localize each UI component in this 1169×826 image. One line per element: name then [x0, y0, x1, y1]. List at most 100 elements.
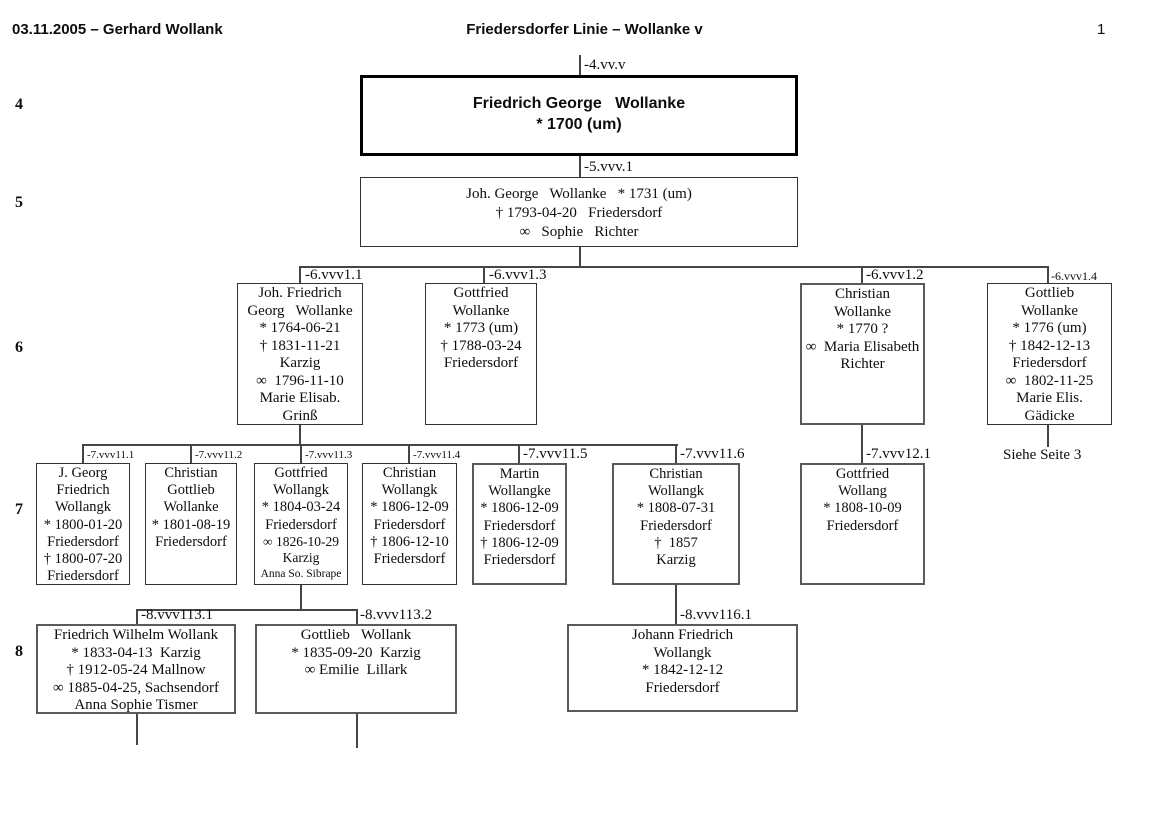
- person-line: Friedersdorf: [826, 517, 899, 534]
- connector-line: [861, 425, 863, 463]
- person-line: Karzig: [656, 552, 696, 569]
- person-line: * 1842-12-12: [641, 662, 724, 678]
- label-7-vvv11-1: -7.vvv11.1: [87, 449, 135, 461]
- person-line: Friedrich George Wollanke: [472, 95, 686, 112]
- connector-stub: [861, 266, 863, 284]
- person-line: ∞ Sophie Richter: [519, 224, 639, 240]
- person-box-8-vvv113-2: Gottlieb Wollank* 1835-09-20 Karzig∞ Emi…: [255, 624, 457, 714]
- label-6-vvv1-4: -6.vvv1.4: [1051, 269, 1097, 283]
- person-line: * 1808-07-31: [636, 500, 716, 517]
- connector-stub: [356, 609, 358, 624]
- connector-line: [299, 425, 301, 446]
- connector-rail-gen8: [137, 609, 357, 611]
- page-number: 1: [1097, 21, 1106, 38]
- label-7-vvv11-4: -7.vvv11.4: [413, 449, 461, 461]
- person-line: ∞ 1885-04-25, Sachsendorf: [52, 679, 220, 696]
- person-line: Friedersdorf: [645, 679, 720, 696]
- person-line: Christian: [164, 465, 218, 481]
- connector-stub: [408, 444, 410, 463]
- see-page-note: Siehe Seite 3: [1003, 447, 1082, 463]
- person-line: Friedersdorf: [373, 551, 446, 568]
- person-line: Anna Sophie Tismer: [74, 697, 198, 713]
- person-line: Joh. George Wollanke * 1731 (um): [466, 186, 692, 202]
- person-line: Wollangk: [647, 483, 705, 500]
- person-line: * 1804-03-24: [261, 499, 341, 516]
- person-line: Marie Elisab.: [259, 390, 341, 406]
- person-line: * 1801-08-19: [151, 516, 231, 533]
- connector-stub: [190, 444, 192, 463]
- person-line: Gottlieb Wollank: [300, 627, 412, 643]
- person-box-8-vvv113-1: Friedrich Wilhelm Wollank* 1833-04-13 Ka…: [36, 624, 236, 714]
- person-box-5-vvv-1: Joh. George Wollanke * 1731 (um) † 1793-0…: [360, 177, 798, 247]
- person-line: Wollang: [838, 483, 887, 500]
- label-8-vvv116-1: -8.vvv116.1: [680, 607, 752, 623]
- person-line: Friedersdorf: [640, 517, 712, 534]
- person-line: Wollangke: [488, 483, 551, 500]
- connector-stub: [82, 444, 84, 463]
- person-line: Gottfried: [835, 466, 890, 482]
- person-line: * 1764-06-21: [259, 320, 341, 336]
- person-line: Joh. Friedrich: [258, 285, 342, 301]
- person-line: Wollanke: [163, 499, 219, 516]
- label-5-vvv-1: -5.vvv.1: [584, 159, 634, 175]
- label-8-vvv113-1: -8.vvv113.1: [141, 607, 213, 623]
- person-line: Wollanke: [452, 302, 510, 319]
- connector-line: [579, 156, 581, 177]
- person-line: Friedersdorf: [155, 533, 227, 550]
- person-line: Friedersdorf: [483, 517, 556, 534]
- person-line: Wollangk: [272, 482, 330, 499]
- connector-stub: [300, 444, 302, 463]
- connector-rail-gen6: [300, 266, 1049, 268]
- person-line: Friedersdorf: [47, 568, 119, 585]
- person-line: * 1776 (um): [1012, 320, 1087, 336]
- generation-label-8: 8: [15, 643, 23, 660]
- connector-line: [675, 585, 677, 624]
- person-line: Christian: [649, 466, 703, 482]
- connector-line: [300, 585, 302, 611]
- person-line: † 1793-04-20 Friedersdorf: [495, 205, 663, 221]
- person-line: † 1806-12-09: [480, 534, 559, 551]
- person-line: † 1806-12-10: [370, 533, 449, 550]
- person-line: Gottfried: [274, 465, 328, 481]
- connector-stub: [1047, 266, 1049, 284]
- person-line: Martin: [499, 466, 540, 482]
- person-line: * 1806-12-09: [370, 499, 449, 516]
- person-line: * 1808-10-09: [823, 500, 902, 517]
- connector-line: [579, 55, 581, 75]
- connector-continuation: [136, 714, 138, 745]
- person-line: ∞ 1826-10-29: [263, 533, 339, 549]
- connector-line: [1047, 425, 1049, 447]
- label-7-vvv11-2: -7.vvv11.2: [195, 449, 243, 461]
- person-line: * 1700 (um): [536, 116, 622, 133]
- label-8-vvv113-2: -8.vvv113.2: [360, 607, 432, 623]
- connector-stub: [675, 444, 677, 463]
- label-7-vvv11-5: -7.vvv11.5: [523, 446, 588, 462]
- person-line: Wollanke: [1020, 302, 1079, 319]
- person-line: Friedersdorf: [443, 355, 519, 371]
- person-line: ∞ 1796-11-10: [256, 372, 344, 389]
- connector-stub: [299, 266, 301, 284]
- person-line: * 1806-12-09: [480, 500, 559, 517]
- label-7-vvv11-3: -7.vvv11.3: [305, 449, 353, 461]
- label-6-vvv1-2: -6.vvv1.2: [866, 267, 924, 283]
- person-line: Friedersdorf: [265, 516, 337, 533]
- person-line: J. Georg: [58, 465, 108, 481]
- person-line: * 1800-01-20: [43, 516, 123, 533]
- person-line: * 1773 (um): [443, 320, 519, 336]
- label-7-vvv12-1: -7.vvv12.1: [866, 446, 931, 462]
- connector-rail-gen7: [83, 444, 678, 446]
- person-line: † 1831-11-21: [259, 337, 341, 354]
- label-6-vvv1-3: -6.vvv1.3: [489, 267, 547, 283]
- person-line: Gottlieb: [167, 482, 215, 499]
